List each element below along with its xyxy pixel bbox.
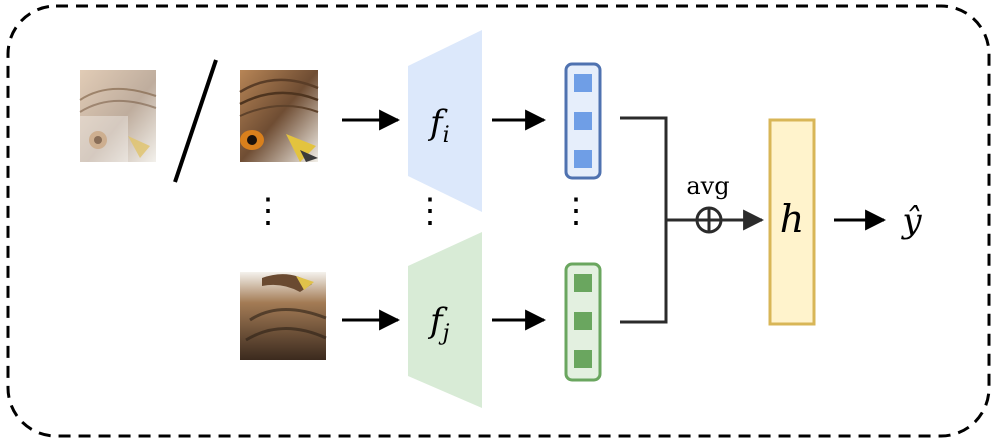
avg-label: avg <box>686 172 729 200</box>
embedding-i-cell-3 <box>574 150 592 168</box>
encoder-f-j-trapezoid <box>408 232 482 408</box>
embedding-i-cell-1 <box>574 74 592 92</box>
eagle-head-close-up-image <box>239 70 319 162</box>
merge-connector <box>620 116 668 324</box>
encoder-f-i-trapezoid <box>408 30 482 212</box>
embedding-i-cell-2 <box>574 112 592 130</box>
output-y-hat-label: ŷ <box>900 201 922 241</box>
avg-oplus-symbol <box>695 206 723 234</box>
embedding-j-cell-3 <box>574 350 592 368</box>
eagle-back-view-image <box>240 272 327 360</box>
vertical-dots-images: ⋮ <box>251 191 285 231</box>
eagle-head-partially-masked-image <box>79 70 157 162</box>
embedding-j-cell-1 <box>574 274 592 292</box>
head-h-box <box>768 118 816 326</box>
vertical-dots-embeddings: ⋮ <box>559 191 593 231</box>
head-h-label: h <box>780 197 804 241</box>
embedding-vector-i <box>564 62 602 180</box>
dashed-frame <box>6 4 991 438</box>
embedding-j-cell-2 <box>574 312 592 330</box>
alternative-slash <box>173 59 218 183</box>
embedding-vector-j <box>564 262 602 382</box>
vertical-dots-encoders: ⋮ <box>413 191 447 231</box>
